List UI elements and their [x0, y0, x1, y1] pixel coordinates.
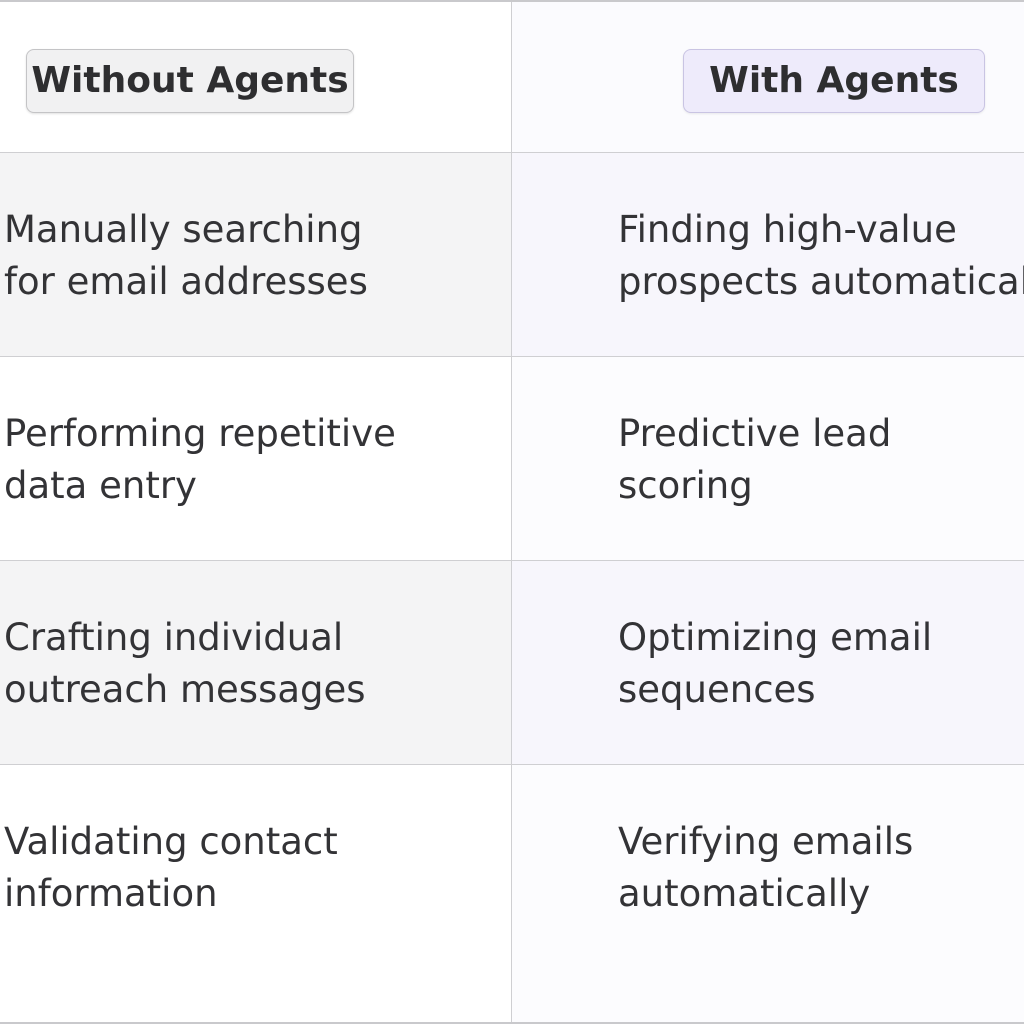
cell-line: prospects automatically	[618, 260, 1024, 303]
cell-line: scoring	[618, 464, 753, 507]
cell-line: for email addresses	[4, 260, 368, 303]
with-cell: Finding high-value prospects automatical…	[512, 153, 1024, 356]
cell-text: Manually searching for email addresses	[4, 204, 368, 308]
with-cell: Optimizing email sequences	[512, 561, 1024, 764]
with-cell: Predictive lead scoring	[512, 357, 1024, 560]
cell-text: Performing repetitive data entry	[4, 408, 396, 512]
cell-text: Finding high-value prospects automatical…	[618, 204, 1024, 308]
cell-line: Crafting individual	[4, 616, 344, 659]
cell-text: Predictive lead scoring	[618, 408, 891, 512]
cell-line: Finding high-value	[618, 208, 957, 251]
table-header: Without Agents With Agents	[0, 2, 1024, 153]
cell-line: data entry	[4, 464, 197, 507]
cell-text: Verifying emails automatically	[618, 816, 913, 920]
table-row: Performing repetitive data entry Predict…	[0, 357, 1024, 561]
cell-line: outreach messages	[4, 668, 366, 711]
table-row: Crafting individual outreach messages Op…	[0, 561, 1024, 765]
cell-line: Optimizing email	[618, 616, 933, 659]
cell-line: Verifying emails	[618, 820, 914, 863]
table-row: Manually searching for email addresses F…	[0, 153, 1024, 357]
cell-line: Predictive lead	[618, 412, 892, 455]
cell-line: sequences	[618, 668, 816, 711]
cell-line: Performing repetitive	[4, 412, 396, 455]
without-cell: Performing repetitive data entry	[0, 357, 511, 560]
table-row: Validating contact information Verifying…	[0, 765, 1024, 1022]
cell-text: Validating contact information	[4, 816, 338, 920]
without-cell: Manually searching for email addresses	[0, 153, 511, 356]
without-cell: Validating contact information	[0, 765, 511, 1022]
cell-text: Crafting individual outreach messages	[4, 612, 366, 716]
cell-line: automatically	[618, 872, 871, 915]
with-agents-label: With Agents	[683, 49, 985, 113]
cell-line: Manually searching	[4, 208, 363, 251]
without-cell: Crafting individual outreach messages	[0, 561, 511, 764]
cell-line: information	[4, 872, 218, 915]
without-agents-label: Without Agents	[26, 49, 354, 113]
with-cell: Verifying emails automatically	[512, 765, 1024, 1022]
column-divider	[511, 2, 512, 1022]
cell-text: Optimizing email sequences	[618, 612, 932, 716]
cell-line: Validating contact	[4, 820, 338, 863]
